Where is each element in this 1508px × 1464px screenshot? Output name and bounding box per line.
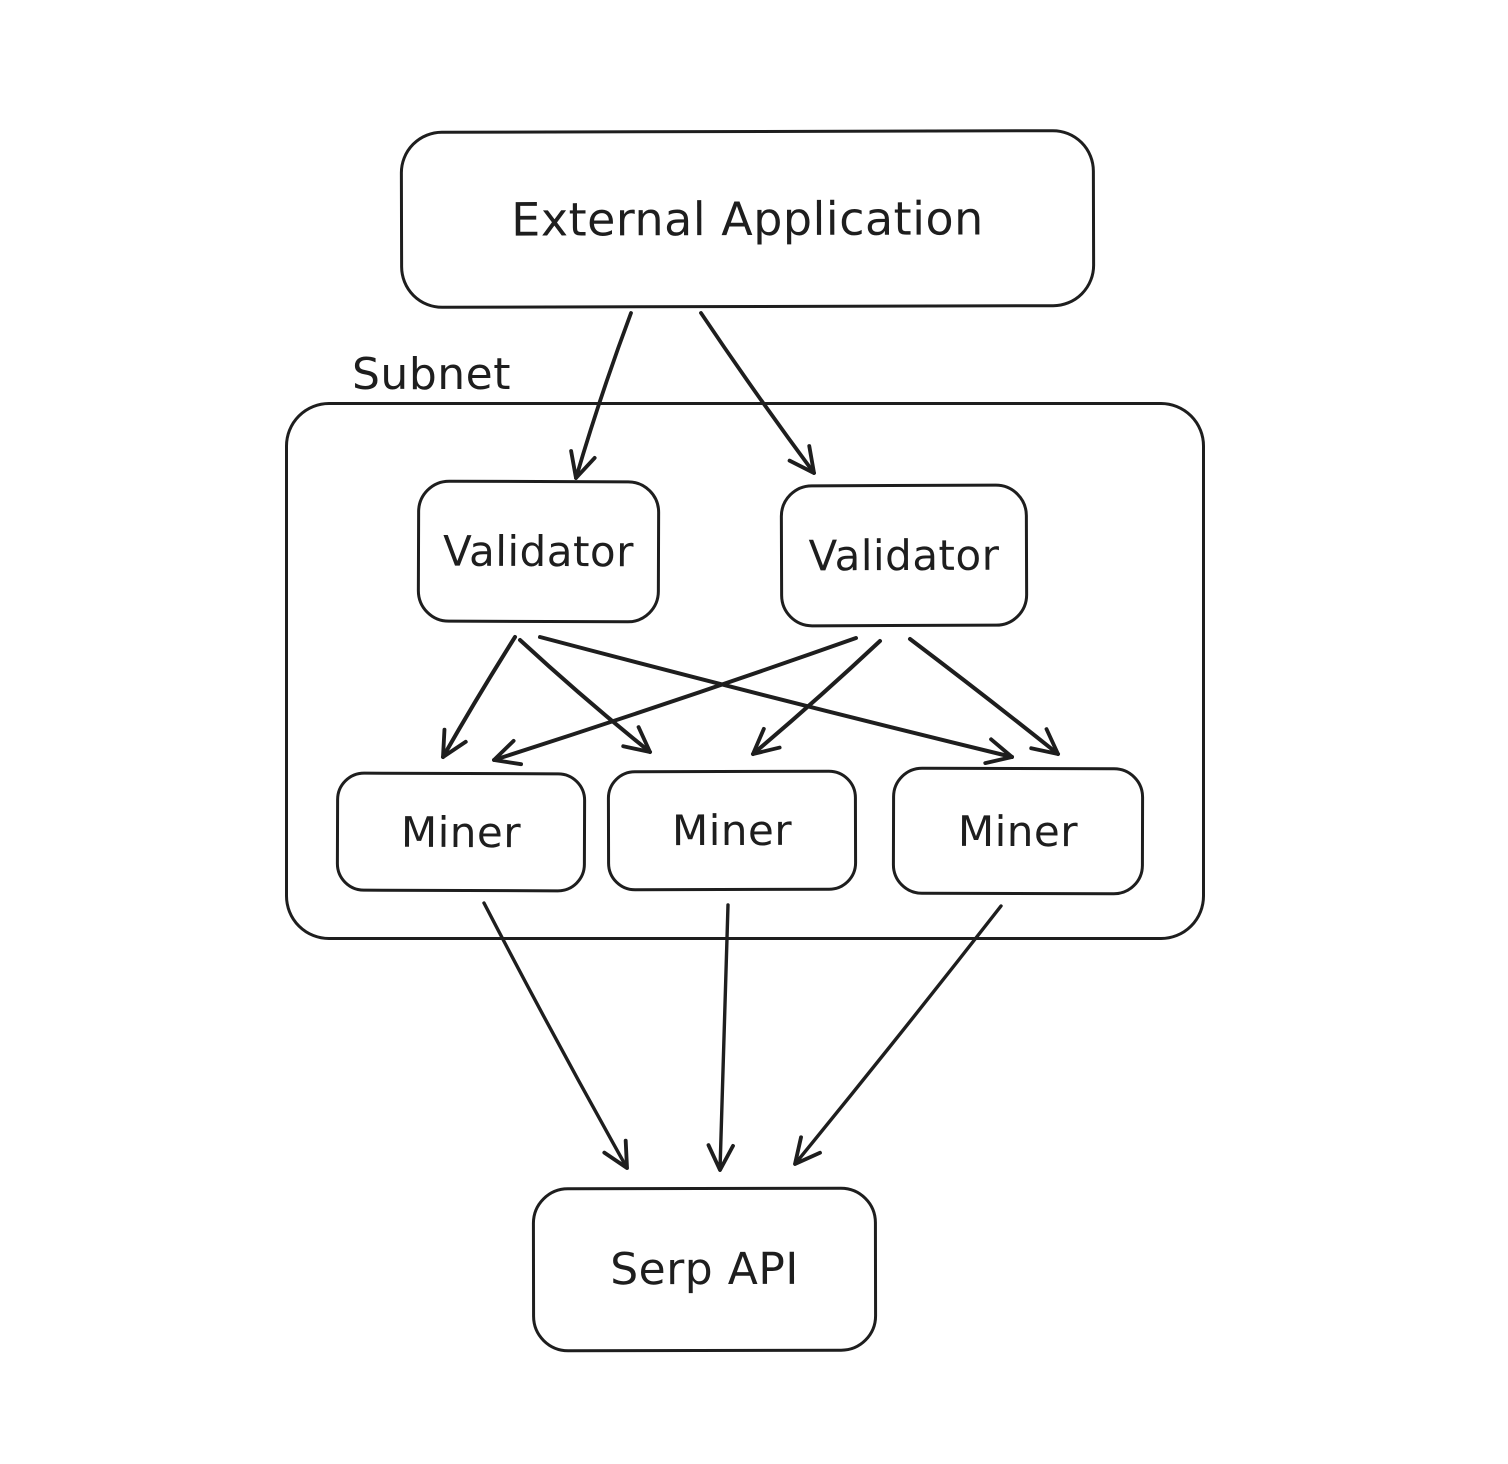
arrow-miner-left-to-serp-api[interactable] [482, 901, 629, 1170]
miner-center-label: Miner [671, 805, 793, 856]
subnet-group-label: Subnet [352, 349, 511, 401]
arrow-validator-right-to-miner-left[interactable] [492, 636, 858, 767]
node-validator-left[interactable]: Validator [416, 479, 661, 624]
arrow-validator-right-to-miner-right[interactable] [908, 637, 1060, 756]
subnet-group-box[interactable] [285, 402, 1205, 940]
arrow-miner-right-to-serp-api[interactable] [793, 904, 1003, 1166]
arrow-miner-center-to-serp-api[interactable] [706, 903, 735, 1172]
arrow-validator-right-to-miner-center[interactable] [751, 639, 882, 756]
miner-right-label: Miner [957, 806, 1079, 856]
subnet-label-text: Subnet [352, 349, 511, 400]
node-miner-left[interactable]: Miner [335, 771, 587, 893]
arrow-validator-left-to-miner-center[interactable] [518, 638, 652, 754]
node-miner-right[interactable]: Miner [891, 766, 1145, 896]
node-serp-api[interactable]: Serp API [531, 1186, 878, 1353]
serp-api-label: Serp API [610, 1243, 799, 1296]
validator-right-label: Validator [808, 530, 1000, 581]
arrow-validator-left-to-miner-left[interactable] [441, 635, 517, 759]
external-application-label: External Application [511, 191, 984, 247]
node-external-application[interactable]: External Application [399, 129, 1096, 309]
validator-left-label: Validator [442, 526, 635, 577]
node-validator-right[interactable]: Validator [779, 483, 1029, 628]
node-miner-center[interactable]: Miner [606, 769, 858, 892]
arrow-external-application-to-validator-left[interactable] [569, 311, 633, 480]
arrow-external-application-to-validator-right[interactable] [699, 311, 816, 475]
miner-left-label: Miner [400, 807, 522, 857]
arrow-validator-left-to-miner-right[interactable] [538, 635, 1014, 766]
